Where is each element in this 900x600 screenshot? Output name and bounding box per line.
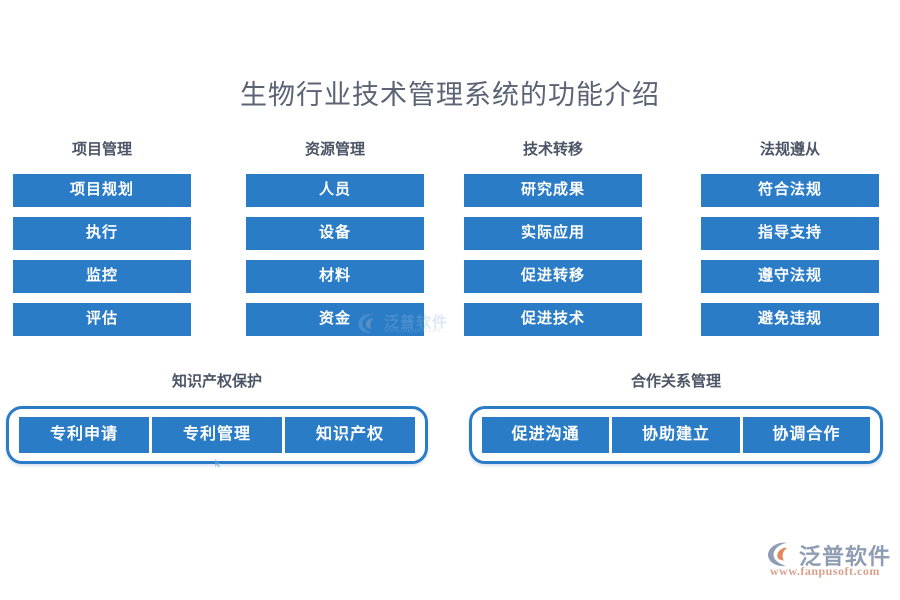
column-header: 项目管理: [71, 142, 132, 158]
category-item[interactable]: 指导支持: [701, 217, 879, 250]
category-item[interactable]: 材料: [246, 260, 424, 293]
category-column-project-management: 项目管理 项目规划 执行 监控 评估: [13, 140, 191, 346]
category-item[interactable]: 促进技术: [464, 303, 642, 336]
group-item[interactable]: 专利管理: [152, 417, 282, 453]
group-item[interactable]: 促进沟通: [482, 417, 610, 453]
category-item[interactable]: 资金: [246, 303, 424, 336]
category-item[interactable]: 执行: [13, 217, 191, 250]
column-header: 法规遵从: [759, 142, 820, 158]
group-header: 合作关系管理: [630, 374, 721, 390]
category-item[interactable]: 避免违规: [701, 303, 879, 336]
brand-logo-text: 泛普软件: [799, 544, 892, 569]
category-item[interactable]: 研究成果: [464, 174, 642, 207]
group-ip-protection: 知识产权保护 专利申请 专利管理 知识产权: [6, 372, 428, 464]
group-box: 促进沟通 协助建立 协调合作: [469, 406, 883, 464]
fanpu-logo-icon: [766, 541, 796, 567]
category-item[interactable]: 监控: [13, 260, 191, 293]
group-box: 专利申请 专利管理 知识产权: [6, 406, 428, 464]
group-item[interactable]: 知识产权: [285, 417, 415, 453]
category-column-technology-transfer: 技术转移 研究成果 实际应用 促进转移 促进技术: [464, 140, 642, 346]
group-partnership-management: 合作关系管理 促进沟通 协助建立 协调合作: [469, 372, 883, 464]
category-item[interactable]: 项目规划: [13, 174, 191, 207]
category-column-resource-management: 资源管理 人员 设备 材料 资金: [246, 140, 424, 346]
brand-logo: 泛普软件 www.fanpusoft.com: [766, 539, 890, 579]
category-item[interactable]: 实际应用: [464, 217, 642, 250]
column-header: 资源管理: [304, 142, 365, 158]
category-item[interactable]: 设备: [246, 217, 424, 250]
category-columns: 项目管理 项目规划 执行 监控 评估 资源管理 人员 设备 材料 资金 技术转移…: [0, 140, 900, 340]
group-item[interactable]: 专利申请: [19, 417, 149, 453]
category-item[interactable]: 遵守法规: [701, 260, 879, 293]
category-item[interactable]: 促进转移: [464, 260, 642, 293]
column-header: 技术转移: [522, 142, 583, 158]
category-item[interactable]: 人员: [246, 174, 424, 207]
page-title: 生物行业技术管理系统的功能介绍: [240, 80, 660, 110]
category-column-regulatory-compliance: 法规遵从 符合法规 指导支持 遵守法规 避免违规: [701, 140, 879, 346]
category-item[interactable]: 符合法规: [701, 174, 879, 207]
group-item[interactable]: 协调合作: [742, 417, 870, 453]
category-item[interactable]: 评估: [13, 303, 191, 336]
brand-logo-url: www.fanpusoft.com: [770, 564, 880, 578]
group-item[interactable]: 协助建立: [612, 417, 740, 453]
group-header: 知识产权保护: [171, 374, 262, 390]
